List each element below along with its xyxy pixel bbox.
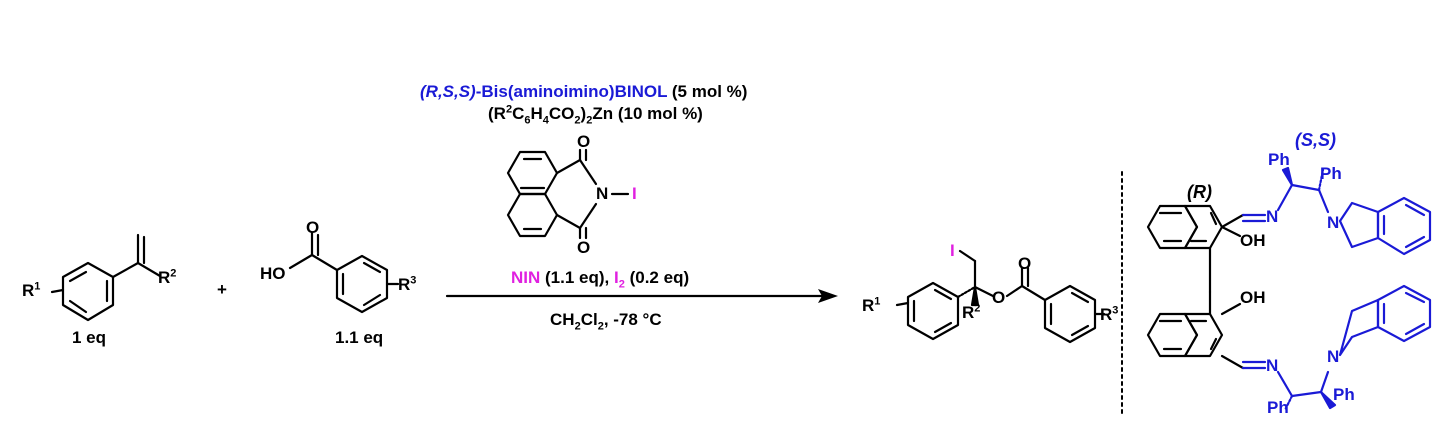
zinc-formula-part: (R	[488, 104, 506, 123]
temperature: , -78 °C	[603, 310, 662, 329]
iodine-equivalents: (0.2 eq)	[629, 268, 690, 287]
zinc-formula-part: CO	[548, 104, 575, 123]
r2-superscript: 2	[974, 302, 981, 315]
benzoic-acid-structure	[288, 231, 400, 314]
nin-reagent-structure	[506, 148, 630, 240]
r2-symbol: R	[158, 268, 171, 287]
hydroxyl-top: OH	[1240, 231, 1266, 250]
zinc-formula-part: H	[530, 104, 543, 123]
alkene-r2-label: R2	[158, 268, 176, 288]
r3-superscript: 3	[410, 274, 417, 287]
solvent-sub: 2	[574, 320, 581, 333]
alkene-structure	[50, 233, 162, 322]
alkene-equivalents: 1 eq	[72, 328, 107, 347]
solvent-part: CH	[550, 310, 575, 329]
solvent-line: CH2Cl2, -78 °C	[550, 310, 662, 333]
iodine-symbol: I	[614, 268, 619, 287]
ph-top-right: Ph	[1320, 164, 1342, 183]
alkene-r1-label: R1	[22, 281, 40, 301]
reagent-line: NIN (1.1 eq), I2 (0.2 eq)	[511, 268, 690, 291]
zinc-salt-line: (R2C6H4CO2)2Zn (10 mol %)	[488, 103, 703, 127]
r1-superscript: 1	[34, 280, 41, 293]
acid-hydroxyl: HO	[260, 264, 286, 283]
solvent-sub: 2	[597, 320, 604, 333]
zinc-formula-sub: 4	[542, 114, 549, 127]
nin-iodine: I	[632, 184, 637, 203]
product-r1-label: R1	[862, 296, 880, 316]
r2-superscript: 2	[170, 267, 177, 280]
iodine-subscript: 2	[618, 278, 625, 291]
zinc-formula-sub: 6	[524, 114, 531, 127]
product-ester-oxygen: O	[992, 288, 1006, 307]
catalyst-loading: (5 mol %)	[671, 82, 748, 101]
acid-r3-label: R3	[398, 275, 416, 295]
solvent-part: Cl	[580, 310, 598, 329]
diamine-stereo-label: (S,S)	[1295, 130, 1337, 150]
amine-nitrogen-top: N	[1327, 213, 1340, 232]
zinc-formula-sup: 2	[505, 103, 513, 116]
diamine-arms	[1241, 166, 1432, 412]
zinc-formula-sub: 2	[586, 114, 593, 127]
nin-oxygen-bottom: O	[577, 238, 591, 257]
nin-label: NIN	[511, 268, 541, 287]
zinc-formula-part: )	[580, 104, 587, 123]
product-structure	[895, 249, 1106, 344]
amine-nitrogen-bottom: N	[1327, 347, 1340, 366]
iodine-label: I2	[614, 268, 625, 291]
catalyst-conditions-line: (R,S,S)-Bis(aminoimino)BINOL (5 mol %)	[420, 82, 747, 102]
catalyst-stereo-prefix: (R,S,S)	[420, 82, 476, 101]
zinc-formula-part: Zn	[592, 104, 614, 123]
hydroxyl-bottom: OH	[1240, 288, 1266, 307]
plus-sign: +	[217, 280, 227, 299]
product-iodine: I	[950, 241, 955, 260]
r1-symbol: R	[862, 296, 875, 315]
acid-equivalents: 1.1 eq	[335, 328, 384, 347]
nin-oxygen-top: O	[577, 132, 591, 151]
binol-stereo-label: (R)	[1187, 182, 1212, 202]
r3-superscript: 3	[1112, 304, 1119, 317]
product-r3-label: R3	[1100, 305, 1118, 325]
nin-nitrogen: N	[596, 184, 609, 203]
r1-symbol: R	[22, 281, 35, 300]
zinc-formula-part: C	[512, 104, 525, 123]
zinc-formula-sub: 2	[574, 114, 581, 127]
product-r2-label: R2	[962, 303, 980, 323]
zinc-loading: (10 mol %)	[617, 104, 703, 123]
r1-superscript: 1	[874, 295, 881, 308]
binol-structure	[1146, 204, 1245, 370]
catalyst-name: -Bis(aminoimino)BINOL	[475, 82, 668, 101]
ph-top-left: Ph	[1268, 150, 1290, 169]
ph-bottom-right: Ph	[1333, 385, 1355, 404]
r3-symbol: R	[1100, 305, 1113, 324]
nin-equivalents: (1.1 eq),	[545, 268, 610, 287]
r2-symbol: R	[962, 303, 975, 322]
r3-symbol: R	[398, 275, 411, 294]
ph-bottom-left: Ph	[1267, 398, 1289, 417]
imine-nitrogen-top: N	[1266, 207, 1279, 226]
imine-nitrogen-bottom: N	[1266, 356, 1279, 375]
acid-carbonyl-oxygen: O	[306, 218, 320, 237]
product-carbonyl-oxygen: O	[1018, 254, 1032, 273]
